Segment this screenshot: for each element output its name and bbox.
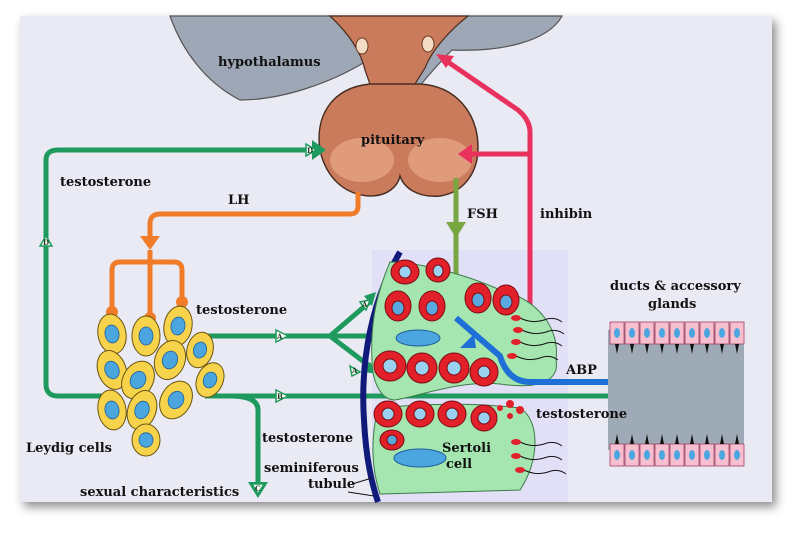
inhibin-arrowhead-pituitary <box>458 144 472 164</box>
fsh-arrowhead-1 <box>446 222 466 238</box>
sertoli-label: Sertoli <box>442 441 491 456</box>
sexual-characteristics-label: sexual characteristics <box>80 485 239 500</box>
lh-pathway <box>109 192 361 318</box>
sertoli-nucleus-lower <box>393 448 447 468</box>
germ-cells-lower <box>373 400 498 451</box>
seminiferous-label: seminiferous <box>264 461 359 476</box>
pituitary-label: pituitary <box>361 133 425 148</box>
tubule-label: tubule <box>308 477 355 492</box>
arrowhead-to-pituitary <box>312 140 326 160</box>
lh-arrowhead <box>140 236 160 250</box>
leydig-cells-label: Leydig cells <box>26 441 112 456</box>
testosterone-label-low: testosterone <box>262 431 353 446</box>
germ-cells-upper <box>373 257 520 387</box>
leydig-cells <box>96 305 225 457</box>
arrowhead-to-tubule-top <box>364 292 376 306</box>
duct-epithelium-upper <box>609 321 745 354</box>
spermatids <box>515 317 567 475</box>
testosterone-label-top: testosterone <box>60 175 151 190</box>
glands-label: glands <box>648 297 696 312</box>
fsh-label: FSH <box>467 207 498 222</box>
abp-pathway <box>454 315 672 385</box>
svg-text:C: C <box>255 484 261 493</box>
svg-text:A: A <box>276 332 283 341</box>
sertoli-nucleus-upper <box>395 329 441 347</box>
inhibin-arrowhead-hypothalamus <box>436 54 454 68</box>
cell-label: cell <box>446 457 472 472</box>
sertoli-cell-lower <box>372 403 536 495</box>
inhibin-pathway <box>446 59 533 312</box>
ducts-label: ducts & accessory <box>610 279 741 294</box>
testosterone-label-leydig: testosterone <box>196 303 287 318</box>
testosterone-label-right: testosterone <box>536 407 627 422</box>
lh-label: LH <box>228 193 249 208</box>
duct-epithelium-lower <box>609 434 745 467</box>
svg-text:B: B <box>277 392 283 401</box>
svg-text:A: A <box>351 366 358 375</box>
svg-text:D: D <box>307 146 313 155</box>
hypothalamus-label: hypothalamus <box>218 55 321 70</box>
abp-label: ABP <box>565 363 597 378</box>
inhibin-label: inhibin <box>540 207 593 222</box>
svg-text:A: A <box>361 300 368 309</box>
svg-text:D: D <box>43 238 49 247</box>
abp-source-arrowhead <box>460 334 476 348</box>
spermatid-heads <box>497 315 525 473</box>
